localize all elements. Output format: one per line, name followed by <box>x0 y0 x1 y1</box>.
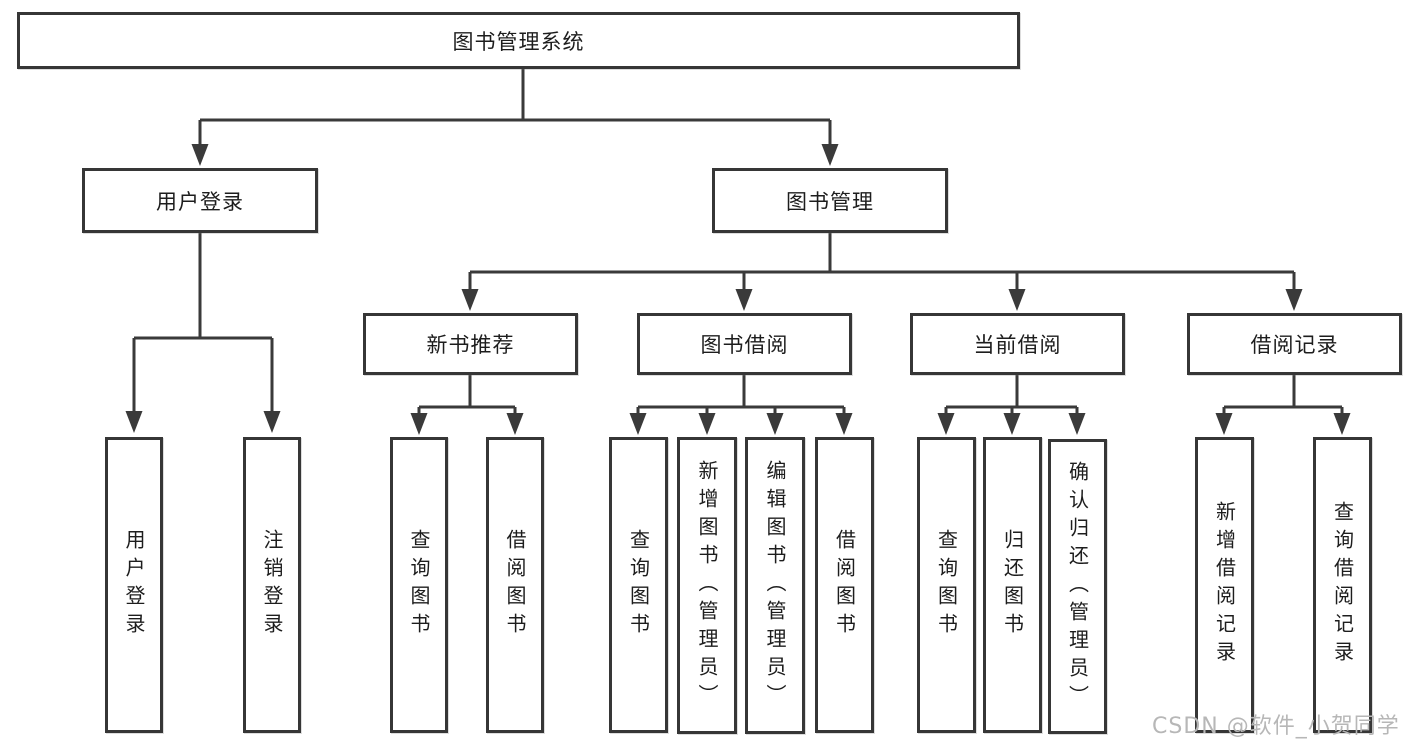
csdn-watermark: CSDN @软件_小贺同学 <box>1152 714 1400 739</box>
arrowhead <box>1068 413 1086 435</box>
leaf-borrowing-borrow-books: 借阅图书 <box>815 437 874 733</box>
leaf-borrowing-add-books-admin: 新增图书（管理员） <box>677 437 737 734</box>
leaf-current-return-books: 归还图书 <box>983 437 1042 733</box>
leaf-records-query-borrow-record: 查询借阅记录 <box>1313 437 1372 733</box>
node-book-borrowing: 图书借阅 <box>637 313 852 375</box>
leaf-logout-login: 注销登录 <box>243 437 301 733</box>
arrowhead <box>1008 289 1026 311</box>
arrowhead <box>263 411 281 433</box>
arrowhead <box>1333 413 1351 435</box>
arrowhead <box>735 289 753 311</box>
arrowhead <box>125 411 143 433</box>
arrowhead <box>766 413 784 435</box>
leaf-records-add-borrow-record: 新增借阅记录 <box>1195 437 1254 733</box>
leaf-recommend-query-books: 查询图书 <box>390 437 448 733</box>
arrowhead <box>937 413 955 435</box>
arrowhead <box>835 413 853 435</box>
arrowhead <box>506 413 524 435</box>
node-user-login: 用户登录 <box>82 168 318 233</box>
leaf-current-confirm-return-admin: 确认归还（管理员） <box>1048 439 1107 734</box>
arrowhead <box>1215 413 1233 435</box>
arrowhead <box>821 144 839 166</box>
node-current-borrowing: 当前借阅 <box>910 313 1125 375</box>
node-new-book-recommend: 新书推荐 <box>363 313 578 375</box>
arrowhead <box>629 413 647 435</box>
node-library-management-system: 图书管理系统 <box>17 12 1020 69</box>
arrowhead <box>1003 413 1021 435</box>
arrowhead <box>461 289 479 311</box>
arrowhead <box>191 144 209 166</box>
leaf-user-login: 用户登录 <box>105 437 163 733</box>
node-borrowing-records: 借阅记录 <box>1187 313 1402 375</box>
arrowhead <box>1285 289 1303 311</box>
leaf-borrowing-query-books: 查询图书 <box>609 437 668 733</box>
arrowhead <box>698 413 716 435</box>
leaf-current-query-books: 查询图书 <box>917 437 976 733</box>
node-book-management: 图书管理 <box>712 168 948 233</box>
leaf-recommend-borrow-books: 借阅图书 <box>486 437 544 733</box>
leaf-borrowing-edit-books-admin: 编辑图书（管理员） <box>745 437 805 734</box>
arrowhead <box>410 413 428 435</box>
